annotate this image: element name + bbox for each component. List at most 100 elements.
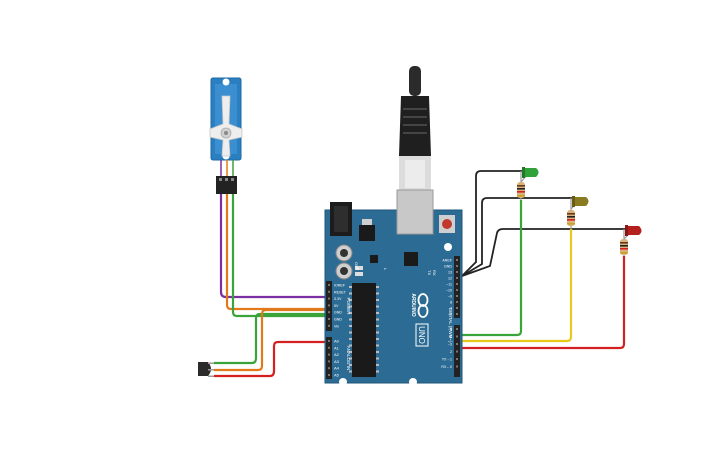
analog-pin[interactable] bbox=[328, 374, 330, 376]
chip-pin bbox=[349, 318, 352, 321]
digital-pin[interactable] bbox=[456, 295, 458, 297]
led-green-signal-wire[interactable] bbox=[458, 200, 523, 337]
power-pin[interactable] bbox=[328, 297, 330, 300]
servo-horn[interactable] bbox=[209, 95, 243, 157]
analog-pin[interactable] bbox=[328, 353, 330, 356]
chip-pin bbox=[376, 292, 379, 295]
chip-pins-left bbox=[349, 286, 352, 373]
analog-pin-label: A1 bbox=[334, 345, 340, 350]
digital-pin-label: ~11 bbox=[446, 283, 452, 287]
chip-pin bbox=[376, 318, 379, 321]
power-pin-label: IOREF bbox=[334, 284, 346, 288]
mounting-hole bbox=[444, 243, 452, 251]
chip-pin bbox=[376, 344, 379, 347]
digital-pin-label: 8 bbox=[450, 301, 452, 305]
power-pin-label: 5V bbox=[334, 304, 339, 308]
digital-pin[interactable] bbox=[456, 335, 458, 338]
analog-header bbox=[326, 337, 332, 379]
digital-pin-label: ~3 bbox=[448, 343, 452, 347]
analog-pin[interactable] bbox=[328, 340, 330, 342]
led-red-signal-wire[interactable] bbox=[458, 256, 626, 350]
digital-pin[interactable] bbox=[456, 313, 458, 315]
led-yellow-ground-wire[interactable] bbox=[461, 197, 575, 277]
chip-pin bbox=[376, 286, 379, 288]
usb-chip bbox=[404, 252, 418, 266]
chip-pin bbox=[349, 344, 352, 347]
voltage-regulator bbox=[359, 225, 375, 241]
rx-led-label: RX bbox=[432, 270, 437, 276]
chip-pin bbox=[376, 357, 379, 360]
crystal bbox=[370, 255, 378, 263]
digital-header-high bbox=[454, 256, 460, 318]
digital-pin-label: 13 bbox=[448, 271, 452, 275]
digital-title: DIGITAL (PWM~) bbox=[448, 308, 453, 343]
sensor-ground-wire-green[interactable] bbox=[214, 312, 330, 365]
temperature-sensor[interactable] bbox=[198, 362, 214, 377]
chip-pin bbox=[376, 312, 379, 314]
chip-pin bbox=[376, 364, 379, 366]
digital-pin-label: 12 bbox=[448, 277, 452, 281]
analog-pin-label: A3 bbox=[334, 359, 340, 364]
digital-pin[interactable] bbox=[456, 307, 458, 309]
digital-pin[interactable] bbox=[456, 301, 458, 303]
digital-pin[interactable] bbox=[456, 277, 458, 279]
digital-pin[interactable] bbox=[456, 271, 458, 273]
chip-pin bbox=[349, 312, 352, 314]
power-pin[interactable] bbox=[328, 318, 330, 320]
chip-pin bbox=[349, 357, 352, 360]
digital-pin[interactable] bbox=[456, 283, 458, 285]
power-pin[interactable] bbox=[328, 324, 330, 327]
chip-pin bbox=[349, 305, 352, 308]
led-yellow-signal-wire[interactable] bbox=[458, 229, 573, 343]
sensor-power-wire-orange[interactable] bbox=[214, 308, 330, 372]
tx-led-label: TX bbox=[427, 270, 432, 275]
resistor-green[interactable] bbox=[517, 182, 525, 198]
chip-pin bbox=[376, 331, 379, 334]
led-red-ground-wire[interactable] bbox=[461, 228, 627, 277]
power-pin[interactable] bbox=[328, 304, 330, 307]
servo-power-wire-orange[interactable] bbox=[225, 192, 330, 311]
digital-pin-label: 7 bbox=[450, 307, 452, 311]
power-pin-label: 3.3V bbox=[334, 297, 342, 301]
analog-pin[interactable] bbox=[328, 360, 330, 363]
power-pin[interactable] bbox=[328, 284, 330, 286]
digital-pin-label: ~5 bbox=[448, 328, 452, 332]
digital-pin-label: TX→1 bbox=[442, 358, 452, 362]
digital-pin[interactable] bbox=[456, 289, 458, 291]
mounting-hole bbox=[339, 378, 347, 386]
digital-pin-label: ~6 bbox=[448, 313, 452, 317]
digital-pin[interactable] bbox=[456, 265, 458, 267]
chip-pin bbox=[376, 299, 379, 301]
digital-pin[interactable] bbox=[456, 259, 458, 261]
power-pin[interactable] bbox=[328, 290, 330, 293]
chip-pin bbox=[349, 299, 352, 301]
chip-pin bbox=[376, 305, 379, 308]
resistor-red[interactable] bbox=[620, 239, 628, 255]
analog-pin-label: A2 bbox=[334, 352, 340, 357]
uno-label-box bbox=[415, 323, 429, 347]
digital-pin-label: 2 bbox=[450, 350, 452, 354]
digital-pin[interactable] bbox=[456, 328, 458, 330]
analog-pin[interactable] bbox=[328, 367, 330, 370]
usb-cable[interactable] bbox=[399, 66, 431, 194]
chip-pin bbox=[349, 286, 352, 288]
servo-ground-wire-green[interactable] bbox=[231, 192, 330, 318]
power-pin-label: GND bbox=[334, 311, 342, 315]
analog-pin[interactable] bbox=[328, 346, 330, 349]
analog-pin-label: A0 bbox=[334, 339, 340, 344]
digital-pin[interactable] bbox=[456, 343, 458, 345]
digital-pin[interactable] bbox=[456, 350, 458, 353]
power-pin[interactable] bbox=[328, 311, 330, 314]
on-led bbox=[356, 268, 359, 270]
sensor-signal-wire-red[interactable] bbox=[214, 340, 330, 378]
l-led-label: L bbox=[383, 268, 388, 271]
digital-pin[interactable] bbox=[456, 358, 458, 360]
servo-motor[interactable] bbox=[209, 77, 243, 194]
led-green-ground-wire[interactable] bbox=[461, 170, 527, 277]
power-title: POWER bbox=[346, 297, 351, 315]
digital-pin[interactable] bbox=[456, 365, 458, 368]
digital-pin-label: RX←0 bbox=[441, 365, 452, 369]
resistor-yellow[interactable] bbox=[567, 210, 575, 226]
